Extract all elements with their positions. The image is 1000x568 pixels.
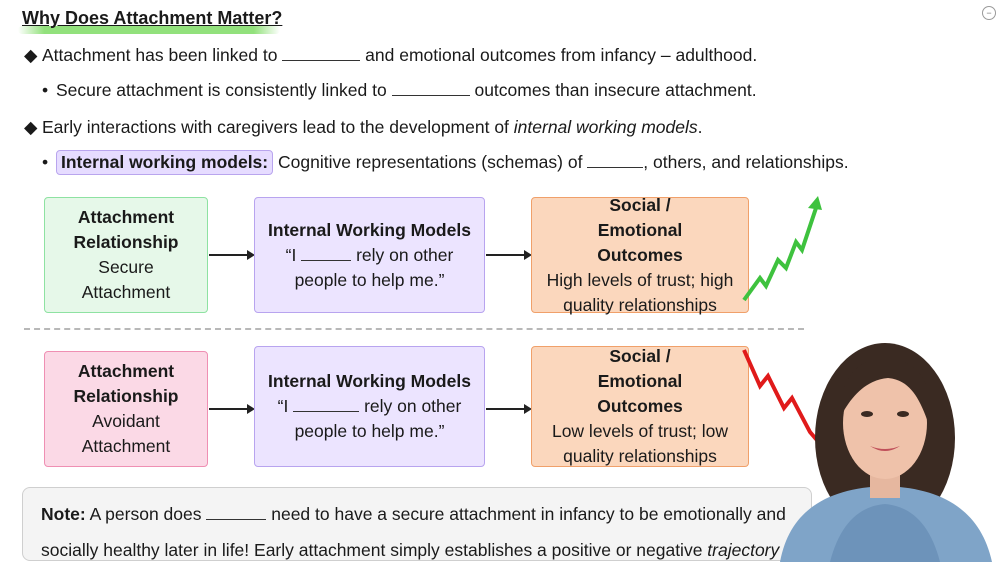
note-text-a: A person does <box>86 504 207 524</box>
iwm-title: Internal Working Models <box>268 218 471 243</box>
note-text-b: need to have a secure attachment in infa… <box>266 504 786 524</box>
diamond-bullet-icon: ◆ <box>24 117 42 138</box>
page-title: Why Does Attachment Matter? <box>22 8 282 29</box>
fill-blank <box>282 46 360 61</box>
iwm-quote-line-1: “I rely on other <box>278 394 462 419</box>
secure-attachment-box: Attachment Relationship Secure Attachmen… <box>44 197 208 313</box>
divider-dashed <box>24 328 804 330</box>
note-text-c: socially healthy later in life! Early at… <box>41 540 707 560</box>
bullet-4-text-b: , others, and relationships. <box>643 152 848 172</box>
fill-blank <box>293 397 359 412</box>
outcome-title: Social / Emotional Outcomes <box>565 193 715 268</box>
arrow-right <box>486 408 530 410</box>
quote-mid: rely on other <box>359 396 461 416</box>
attachment-type: Avoidant Attachment <box>71 409 181 459</box>
outcome-text: High levels of trust; high quality relat… <box>540 268 740 318</box>
bullet-2-sub: •Internal working models: Cognitive repr… <box>42 150 849 175</box>
fill-blank <box>587 153 643 168</box>
dot-bullet-icon: • <box>42 152 56 173</box>
bullet-3-text-a: Early interactions with caregivers lead … <box>42 117 514 137</box>
quote-start: “I <box>278 396 294 416</box>
bullet-1-sub: •Secure attachment is consistently linke… <box>42 80 757 101</box>
iwm-quote-line-2: people to help me.” <box>295 268 445 293</box>
dot-bullet-icon: • <box>42 80 56 101</box>
presenter-video <box>770 318 1000 562</box>
bullet-1-text-a: Attachment has been linked to <box>42 45 282 65</box>
presenter-avatar <box>770 318 1000 562</box>
bullet-2-text-a: Secure attachment is consistently linked… <box>56 80 392 100</box>
bullet-3-text-b: . <box>698 117 703 137</box>
positive-outcome-box: Social / Emotional Outcomes High levels … <box>531 197 749 313</box>
iwm-box-secure: Internal Working Models “I rely on other… <box>254 197 485 313</box>
iwm-box-avoidant: Internal Working Models “I rely on other… <box>254 346 485 467</box>
note-line-1: Note: A person does need to have a secur… <box>41 496 793 532</box>
note-line-2: socially healthy later in life! Early at… <box>41 532 793 568</box>
outcome-text: Low levels of trust; low quality relatio… <box>540 419 740 469</box>
bullet-1: ◆Attachment has been linked to and emoti… <box>24 45 757 66</box>
note-italic: trajectory <box>707 540 779 560</box>
bullet-4-text-a: Cognitive representations (schemas) of <box>273 152 587 172</box>
bullet-2-text-b: outcomes than insecure attachment. <box>470 80 757 100</box>
diamond-bullet-icon: ◆ <box>24 45 42 66</box>
fill-blank <box>392 81 470 96</box>
fill-blank <box>301 246 351 261</box>
iwm-quote-line-1: “I rely on other <box>286 243 454 268</box>
avoidant-attachment-box: Attachment Relationship Avoidant Attachm… <box>44 351 208 467</box>
note-label: Note: <box>41 504 86 524</box>
note-box: Note: A person does need to have a secur… <box>22 487 812 561</box>
arrow-right <box>209 408 253 410</box>
bullet-1-text-b: and emotional outcomes from infancy – ad… <box>360 45 757 65</box>
arrow-right <box>486 254 530 256</box>
quote-start: “I <box>286 245 302 265</box>
iwm-term-highlight: Internal working models: <box>56 150 273 175</box>
fill-blank <box>206 505 266 520</box>
attachment-title: Attachment Relationship <box>66 359 186 409</box>
outcome-title: Social / Emotional Outcomes <box>565 344 715 419</box>
bullet-2: ◆Early interactions with caregivers lead… <box>24 117 703 138</box>
attachment-title: Attachment Relationship <box>66 205 186 255</box>
quote-mid: rely on other <box>351 245 453 265</box>
iwm-title: Internal Working Models <box>268 369 471 394</box>
attachment-type: Secure Attachment <box>71 255 181 305</box>
minimize-icon[interactable]: − <box>982 6 996 20</box>
negative-outcome-box: Social / Emotional Outcomes Low levels o… <box>531 346 749 467</box>
trend-up-arrow-icon <box>738 192 828 307</box>
bullet-3-italic: internal working models <box>514 117 698 137</box>
iwm-quote-line-2: people to help me.” <box>295 419 445 444</box>
arrow-right <box>209 254 253 256</box>
